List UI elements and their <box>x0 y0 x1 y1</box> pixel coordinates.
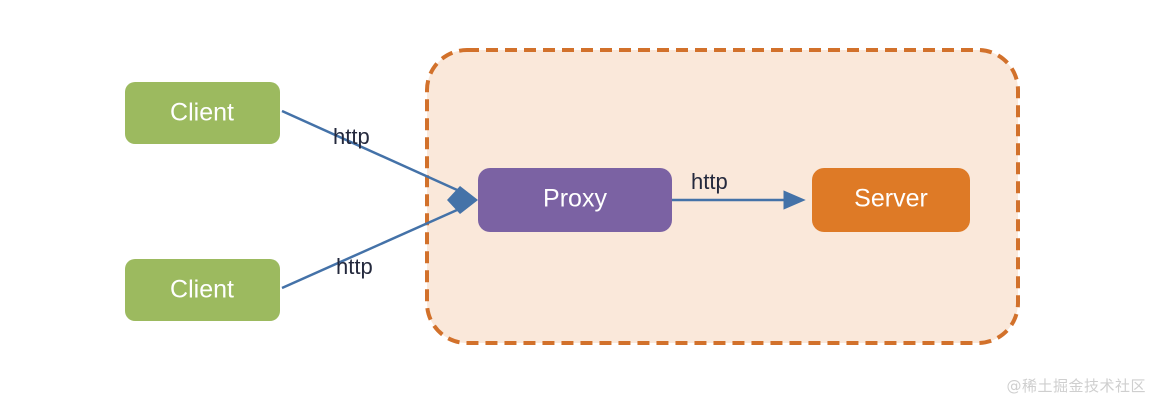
node-server-label: Server <box>854 185 928 213</box>
node-proxy-label: Proxy <box>543 185 607 213</box>
proxy-inbound-arrowhead-icon <box>447 186 478 214</box>
edge-label-client-bottom-http: http <box>336 254 373 279</box>
watermark: @稀土掘金技术社区 <box>1006 377 1146 395</box>
node-client-top-label: Client <box>170 99 234 127</box>
node-proxy[interactable] <box>478 168 672 232</box>
node-server[interactable] <box>812 168 970 232</box>
proxy-zone-container <box>425 48 1020 345</box>
node-client-bottom-label: Client <box>170 276 234 304</box>
node-client-bottom[interactable] <box>125 259 280 321</box>
edge-label-proxy-server-http: http <box>691 169 728 194</box>
edge-client-bottom-to-proxy-line <box>281 204 467 290</box>
edge-client-top-to-proxy-line <box>281 109 467 196</box>
edge-label-client-top-http: http <box>333 124 370 149</box>
node-client-top[interactable] <box>125 82 280 144</box>
